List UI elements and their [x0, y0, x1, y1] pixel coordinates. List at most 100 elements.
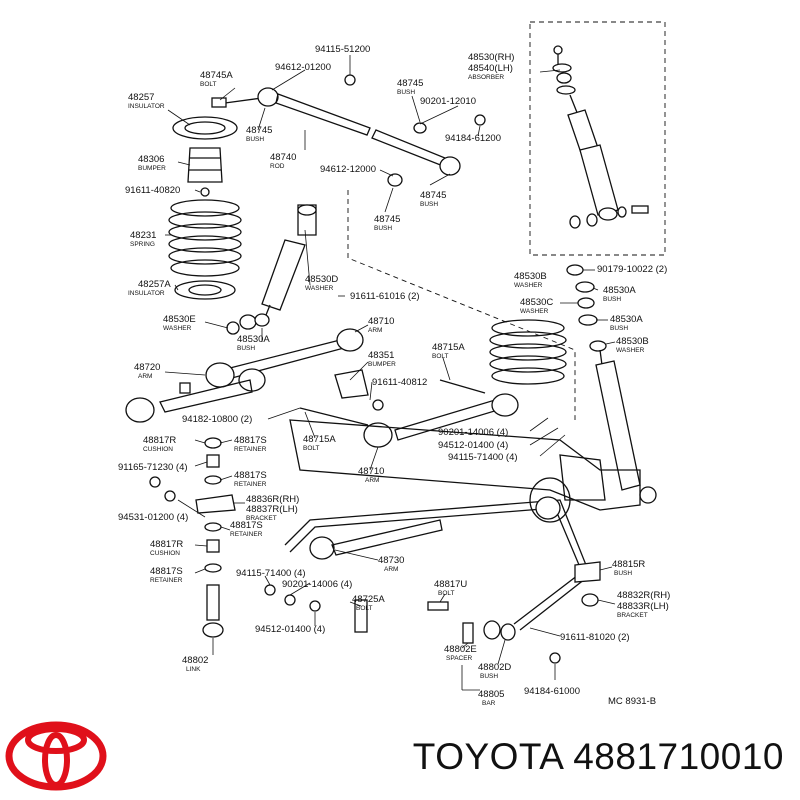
label-48725A: 48725A — [352, 594, 385, 605]
label-91165-71230: 91165-71230 (4) — [118, 462, 188, 473]
label-48530A-c-desc: BUSH — [610, 325, 628, 332]
label-48530A-a: 48530A — [237, 334, 270, 345]
axle-housing-part — [289, 419, 641, 523]
label-48530A-c: 48530A — [610, 314, 643, 325]
label-48740: 48740 — [270, 152, 296, 163]
label-48817R-a-desc: CUSHION — [143, 446, 173, 453]
label-48530B-b: 48530B — [616, 336, 649, 347]
label-48745-a-desc: BUSH — [246, 136, 264, 143]
label-48745-c: 48745 — [420, 190, 446, 201]
label-94612-12000: 94612-12000 — [320, 164, 376, 175]
label-94512-01400-b: 94512-01400 (4) — [255, 624, 325, 635]
label-48710-b: 48710 — [358, 466, 384, 477]
label-48817S-b-desc: RETAINER — [234, 481, 267, 488]
label-48710-a-desc: ARM — [368, 327, 382, 334]
label-48257: 48257 — [128, 92, 154, 103]
brand-row: TOYOTA 4881710010 — [0, 708, 800, 800]
label-48745-d-desc: BUSH — [374, 225, 392, 232]
label-48306-desc: BUMPER — [138, 165, 166, 172]
link-and-cushions-part — [149, 437, 368, 638]
label-48530C-desc: WASHER — [520, 308, 549, 315]
label-48725A-desc: BOLT — [356, 605, 373, 612]
label-48817S-a-desc: RETAINER — [234, 446, 267, 453]
label-48231-desc: SPRING — [130, 241, 155, 248]
label-48745-d: 48745 — [374, 214, 400, 225]
label-48740-desc: ROD — [270, 163, 285, 170]
label-90201-12010: 90201-12010 — [420, 96, 476, 107]
label-90201-14006-b: 90201-14006 (4) — [282, 579, 352, 590]
label-48540lh: 48540(LH) — [468, 63, 513, 74]
label-48745-c-desc: BUSH — [420, 201, 438, 208]
label-90201-14006-a: 90201-14006 (4) — [438, 427, 508, 438]
lower-arms-part — [125, 328, 519, 448]
label-91611-40820: 91611-40820 — [125, 185, 180, 196]
diagram-ref-code: MC 8931-B — [608, 696, 656, 707]
label-48817R-b-desc: CUSHION — [150, 550, 180, 557]
label-48805: 48805 — [478, 689, 504, 700]
label-48530B-a-desc: WASHER — [514, 282, 543, 289]
label-48530B-b-desc: WASHER — [616, 347, 645, 354]
label-48802E: 48802E — [444, 644, 477, 655]
label-48802-desc: LINK — [186, 666, 201, 673]
right-coil-spring-part — [489, 319, 567, 385]
label-48805-desc: BAR — [482, 700, 496, 707]
label-48720-desc: ARM — [138, 373, 152, 380]
label-94115-71400-b: 94115-71400 (4) — [236, 568, 306, 579]
label-48530D-desc: WASHER — [305, 285, 334, 292]
label-48817S-c-desc: RETAINER — [230, 531, 263, 538]
label-91611-40812: 91611-40812 — [372, 377, 427, 388]
label-48802D-desc: BUSH — [480, 673, 498, 680]
label-94531-01200: 94531-01200 (4) — [118, 512, 188, 523]
label-48815R-desc: BUSH — [614, 570, 632, 577]
label-48817S-a: 48817S — [234, 435, 267, 446]
brand-part-number-text: TOYOTA 4881710010 — [412, 736, 784, 777]
label-absorber-desc: ABSORBER — [468, 74, 504, 81]
label-94115-71400-a: 94115-71400 (4) — [448, 452, 518, 463]
label-48817U: 48817U — [434, 579, 467, 590]
absorber-box — [347, 21, 666, 420]
label-48720: 48720 — [134, 362, 160, 373]
label-48817S-d: 48817S — [150, 566, 183, 577]
label-48257A: 48257A — [138, 279, 171, 290]
label-94512-01400-a: 94512-01400 (4) — [438, 440, 508, 451]
label-48745A: 48745A — [200, 70, 233, 81]
label-48817S-c: 48817S — [230, 520, 263, 531]
label-48530rh: 48530(RH) — [468, 52, 514, 63]
label-48530A-b: 48530A — [603, 285, 636, 296]
label-91611-61016: 91611-61016 (2) — [350, 291, 420, 302]
label-48802D: 48802D — [478, 662, 511, 673]
label-48715A-a: 48715A — [432, 342, 465, 353]
label-48815R: 48815R — [612, 559, 645, 570]
part-labels: 94115-51200 94612-01200 48745A BOLT 4825… — [118, 44, 670, 707]
right-shock-absorber-part — [552, 45, 649, 229]
label-48530C: 48530C — [520, 297, 553, 308]
label-48530D: 48530D — [305, 274, 338, 285]
stabilizer-bar-part — [284, 496, 601, 664]
label-94184-61200: 94184-61200 — [445, 133, 501, 144]
label-90179-10022: 90179-10022 (2) — [597, 264, 667, 275]
label-48306: 48306 — [138, 154, 164, 165]
leader-lines — [164, 55, 616, 691]
label-48817R-a: 48817R — [143, 435, 176, 446]
label-48710-b-desc: ARM — [365, 477, 379, 484]
label-48817S-d-desc: RETAINER — [150, 577, 183, 584]
coil-spring-assembly-part — [168, 116, 242, 300]
label-48745-b-desc: BUSH — [397, 89, 415, 96]
label-94612-01200: 94612-01200 — [275, 62, 331, 73]
label-48530E: 48530E — [163, 314, 196, 325]
label-48231: 48231 — [130, 230, 156, 241]
label-48530A-b-desc: BUSH — [603, 296, 621, 303]
label-48730: 48730 — [378, 555, 404, 566]
toyota-logo-icon — [5, 721, 107, 791]
label-48837R: 48837R(LH) — [246, 504, 298, 515]
label-48715A-b-desc: BOLT — [303, 445, 320, 452]
label-48836R: 48836R(RH) — [246, 494, 299, 505]
label-94184-61000: 94184-61000 — [524, 686, 580, 697]
label-48257-desc: INSULATOR — [128, 103, 165, 110]
label-94115-51200: 94115-51200 — [315, 44, 370, 55]
label-48530A-a-desc: BUSH — [237, 345, 255, 352]
label-48710-a: 48710 — [368, 316, 394, 327]
label-48257A-desc: INSULATOR — [128, 290, 165, 297]
label-48833R: 48833R(LH) — [617, 601, 669, 612]
